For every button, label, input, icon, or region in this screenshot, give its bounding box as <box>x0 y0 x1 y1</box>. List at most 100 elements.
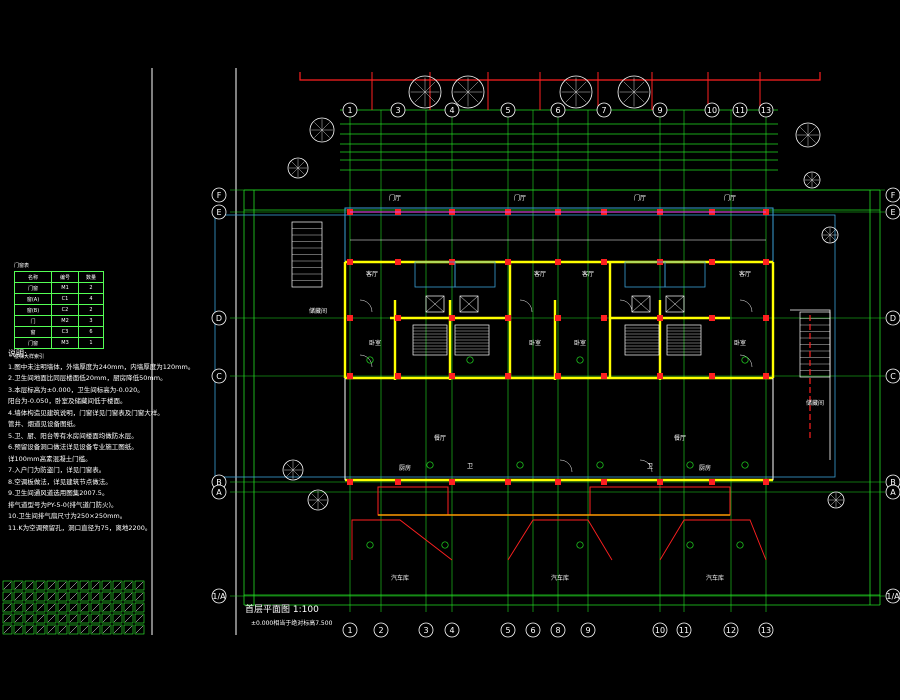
table-header: 编号 <box>51 271 79 283</box>
symbol-cell <box>101 580 112 591</box>
symbol-mark <box>91 592 100 601</box>
symbol-mark <box>36 625 45 634</box>
symbol-mark <box>135 592 144 601</box>
symbol-mark <box>80 625 89 634</box>
tree-branch <box>291 161 299 169</box>
axis-label: 1 <box>347 106 352 115</box>
table-cell: 窗(A) <box>14 293 52 305</box>
garage-door <box>377 486 449 516</box>
room-label: 卧室 <box>529 339 541 347</box>
kitchen-block <box>664 261 706 288</box>
note-line: 管井、烟道见设备图纸。 <box>8 420 80 428</box>
tree-branch <box>811 179 818 186</box>
tree-branch <box>830 499 837 506</box>
axis-bubble <box>500 102 516 118</box>
tree-branch <box>311 499 319 507</box>
symbol-cell <box>101 602 112 613</box>
tree-branch <box>467 91 479 103</box>
tree-branch <box>286 463 294 471</box>
symbol-cell <box>68 624 79 635</box>
table-cell: 3 <box>78 315 104 327</box>
tree-branch <box>314 129 323 138</box>
note-line: 9.卫生间通风道选用图集2007.5。 <box>8 489 109 497</box>
symbol-cell <box>2 613 13 624</box>
symbol-cell <box>13 602 24 613</box>
axis-label: C <box>890 372 896 381</box>
symbol-cell <box>24 624 35 635</box>
symbol-mark <box>58 603 67 612</box>
symbol-cell <box>46 602 57 613</box>
door-swing <box>559 459 573 473</box>
table-cell: 1 <box>78 337 104 349</box>
symbol-cell <box>13 580 24 591</box>
axis-label: D <box>216 314 222 323</box>
garage-outline <box>351 519 453 561</box>
symbol-mark <box>80 603 89 612</box>
room-label: 卫 <box>647 463 653 470</box>
axis-label: 3 <box>395 106 400 115</box>
axis-bubble <box>704 102 720 118</box>
axis-bubble <box>211 484 227 500</box>
tree-branch <box>424 81 436 93</box>
symbol-cell <box>134 591 145 602</box>
axis-bubble <box>373 622 389 638</box>
tree-branch <box>317 499 325 507</box>
tree-branch <box>286 469 294 477</box>
fixture <box>441 541 449 549</box>
column <box>709 315 715 321</box>
axis-bubble <box>342 622 358 638</box>
axis-bubble <box>211 204 227 220</box>
tree-branch <box>807 134 816 143</box>
symbol-mark <box>25 614 34 623</box>
symbol-cell <box>35 624 46 635</box>
axis-bubble <box>342 102 358 118</box>
axis-bubble <box>885 368 900 384</box>
symbol-cell <box>90 624 101 635</box>
fixture <box>516 461 524 469</box>
fixture <box>736 541 744 549</box>
symbol-cell <box>79 613 90 624</box>
axis-label: A <box>216 488 222 497</box>
symbol-mark <box>58 625 67 634</box>
table-cell: C2 <box>51 304 79 316</box>
symbol-cell <box>57 624 68 635</box>
column <box>763 479 769 485</box>
axis-label: 6 <box>555 106 560 115</box>
symbol-mark <box>14 614 23 623</box>
column <box>555 259 561 265</box>
elevator <box>665 295 685 313</box>
symbol-mark <box>124 603 133 612</box>
symbol-mark <box>102 592 111 601</box>
symbol-mark <box>25 592 34 601</box>
symbol-cell <box>68 580 79 591</box>
axis-label: C <box>216 372 222 381</box>
tree-branch <box>297 161 305 169</box>
tree-branch <box>824 234 831 241</box>
kitchen-block <box>624 261 666 288</box>
building-outline <box>344 207 774 481</box>
tree <box>795 122 821 148</box>
table-header: 数量 <box>78 271 104 283</box>
column <box>709 373 715 379</box>
symbol-mark <box>14 592 23 601</box>
symbol-mark <box>124 625 133 634</box>
symbol-cell <box>35 613 46 624</box>
tree-branch <box>321 122 330 131</box>
symbol-cell <box>112 613 123 624</box>
elevator-x <box>459 295 479 313</box>
symbol-cell <box>79 624 90 635</box>
room-label: 汽车库 <box>706 574 724 582</box>
axis-bubble <box>885 310 900 326</box>
detail-caption: 楼梯大样索引 <box>14 354 45 360</box>
axis-label: 3 <box>423 626 428 635</box>
room-label: 客厅 <box>534 270 546 278</box>
tree-branch <box>623 91 635 103</box>
axis-label: 6 <box>530 626 535 635</box>
axis-bubble <box>390 102 406 118</box>
elevator <box>425 295 445 313</box>
